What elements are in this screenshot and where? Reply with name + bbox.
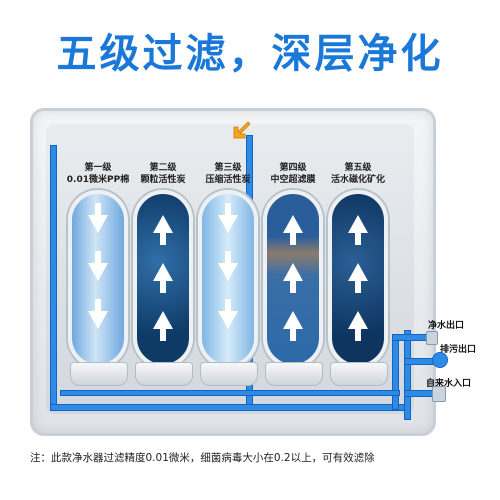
- cartridge-bottom-cap: [135, 362, 193, 386]
- drain-outlet-label: 排污出口: [440, 345, 477, 355]
- stage-description: 颗粒活性炭: [140, 175, 186, 185]
- flow-down-arrow-icon: [88, 311, 108, 329]
- cartridge-bottom-cap: [70, 362, 128, 386]
- left-vertical-pipe: [50, 145, 57, 410]
- flow-arrow-stem: [160, 329, 166, 341]
- flow-up-arrow-icon: [283, 215, 303, 233]
- flow-arrow-stem: [290, 281, 296, 293]
- stage-connector-pipe-a: [60, 390, 400, 396]
- flow-arrow-stem: [225, 299, 231, 311]
- stage-description: 中空超滤膜: [270, 175, 316, 185]
- cartridge-bottom-cap: [330, 362, 388, 386]
- flow-arrow-stem: [95, 203, 101, 215]
- flow-up-arrow-icon: [348, 311, 368, 329]
- stage-description: 0.01微米PP棉: [66, 175, 130, 185]
- stage-label-4: 第四级中空超滤膜: [261, 162, 325, 186]
- stage-name: 第三级: [214, 163, 242, 173]
- footnote: 注：此款净水器过滤精度0.01微米，细菌病毒大小在0.2以上，可有效滤除: [30, 452, 375, 464]
- stage-name: 第二级: [149, 163, 177, 173]
- outlet-valve-icon: [426, 331, 438, 345]
- clean-water-outlet-label: 净水出口: [428, 321, 465, 331]
- flow-down-arrow-icon: [218, 263, 238, 281]
- bottom-horizontal-pipe: [50, 404, 410, 411]
- water-inlet-arrow-icon: [233, 121, 251, 139]
- inlet-pipe: [404, 390, 434, 397]
- cartridge-bottom-cap: [265, 362, 323, 386]
- flow-arrow-stem: [225, 251, 231, 263]
- right-vertical-pipe-1: [392, 340, 399, 410]
- right-vertical-pipe-2: [404, 330, 411, 420]
- flow-arrow-stem: [355, 281, 361, 293]
- stage-label-5: 第五级活水磁化矿化: [326, 162, 390, 186]
- stage-label-1: 第一级 0.01微米PP棉: [66, 162, 130, 186]
- flow-arrow-stem: [160, 233, 166, 245]
- outlet-pipe-1: [392, 334, 427, 341]
- flow-down-arrow-icon: [218, 311, 238, 329]
- flow-arrow-stem: [160, 281, 166, 293]
- stage-name: 第五级: [344, 163, 372, 173]
- flow-up-arrow-icon: [283, 263, 303, 281]
- drain-valve-icon: [432, 352, 448, 368]
- flow-up-arrow-icon: [153, 311, 173, 329]
- stage-description: 压缩活性炭: [205, 175, 251, 185]
- stage-name: 第一级: [84, 163, 112, 173]
- inlet-valve-icon: [432, 386, 446, 402]
- stage-description: 活水磁化矿化: [330, 175, 385, 185]
- flow-arrow-stem: [290, 329, 296, 341]
- stage-name: 第四级: [279, 163, 307, 173]
- flow-down-arrow-icon: [88, 215, 108, 233]
- flow-arrow-stem: [355, 233, 361, 245]
- flow-down-arrow-icon: [218, 215, 238, 233]
- flow-arrow-stem: [225, 203, 231, 215]
- flow-arrow-stem: [355, 329, 361, 341]
- tap-water-inlet-label: 自来水入口: [426, 379, 472, 389]
- cartridge-bottom-cap: [200, 362, 258, 386]
- flow-up-arrow-icon: [348, 215, 368, 233]
- flow-arrow-stem: [95, 299, 101, 311]
- flow-up-arrow-icon: [153, 263, 173, 281]
- flow-down-arrow-icon: [88, 263, 108, 281]
- flow-up-arrow-icon: [153, 215, 173, 233]
- flow-arrow-stem: [95, 251, 101, 263]
- stage-label-3: 第三级压缩活性炭: [196, 162, 260, 186]
- headline: 五级过滤，深层净化: [56, 31, 444, 77]
- flow-arrow-stem: [290, 233, 296, 245]
- flow-up-arrow-icon: [348, 263, 368, 281]
- flow-up-arrow-icon: [283, 311, 303, 329]
- outlet-pipe-2: [404, 358, 434, 365]
- stage-label-2: 第二级颗粒活性炭: [131, 162, 195, 186]
